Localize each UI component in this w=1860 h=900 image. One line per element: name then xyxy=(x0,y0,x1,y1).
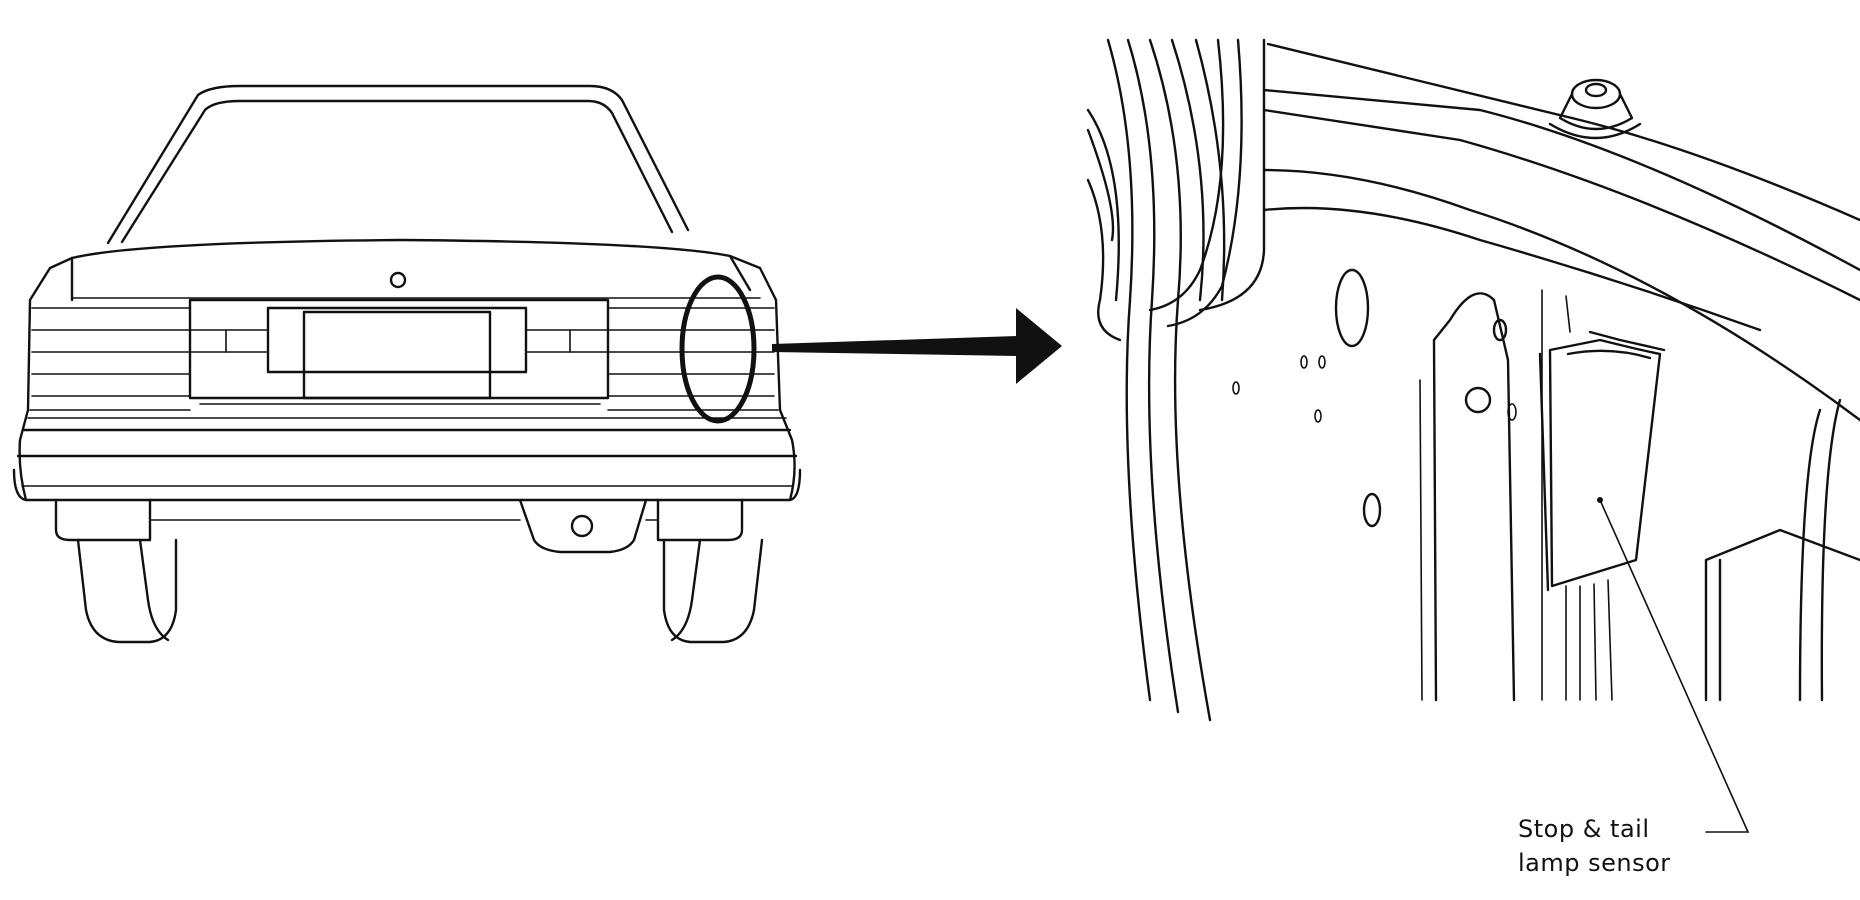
car-rear-view xyxy=(12,84,802,644)
pointer-arrow xyxy=(772,308,1062,384)
rear-window-inner xyxy=(120,99,674,244)
grommet xyxy=(1548,78,1642,140)
wheel-right xyxy=(662,538,764,644)
side-box xyxy=(1704,528,1860,702)
callout-leader xyxy=(1599,499,1750,833)
weatherstrip xyxy=(1148,38,1243,328)
callout-line-1: Stop & tail xyxy=(1518,815,1650,843)
license-plate xyxy=(302,310,492,400)
roof-rail xyxy=(1266,42,1860,222)
detail-view xyxy=(1086,38,1860,833)
callout-line-2: lamp sensor xyxy=(1518,849,1671,877)
slot-hole xyxy=(1334,268,1370,348)
rear-window xyxy=(106,84,690,245)
mount-bracket xyxy=(1432,292,1516,702)
stop-tail-lamp-sensor xyxy=(1538,289,1666,701)
body-outline xyxy=(18,254,796,502)
license-recess xyxy=(188,298,610,400)
rear-bumper xyxy=(12,428,802,502)
trunk-lid xyxy=(70,238,752,292)
sensor-callout-label: Stop & tail lamp sensor xyxy=(1518,812,1718,880)
trunk-lock xyxy=(389,271,407,289)
detail-circle xyxy=(679,274,757,424)
tow-hook xyxy=(518,498,648,554)
wheel-left xyxy=(76,538,178,644)
tail-lamp-left xyxy=(29,307,191,411)
